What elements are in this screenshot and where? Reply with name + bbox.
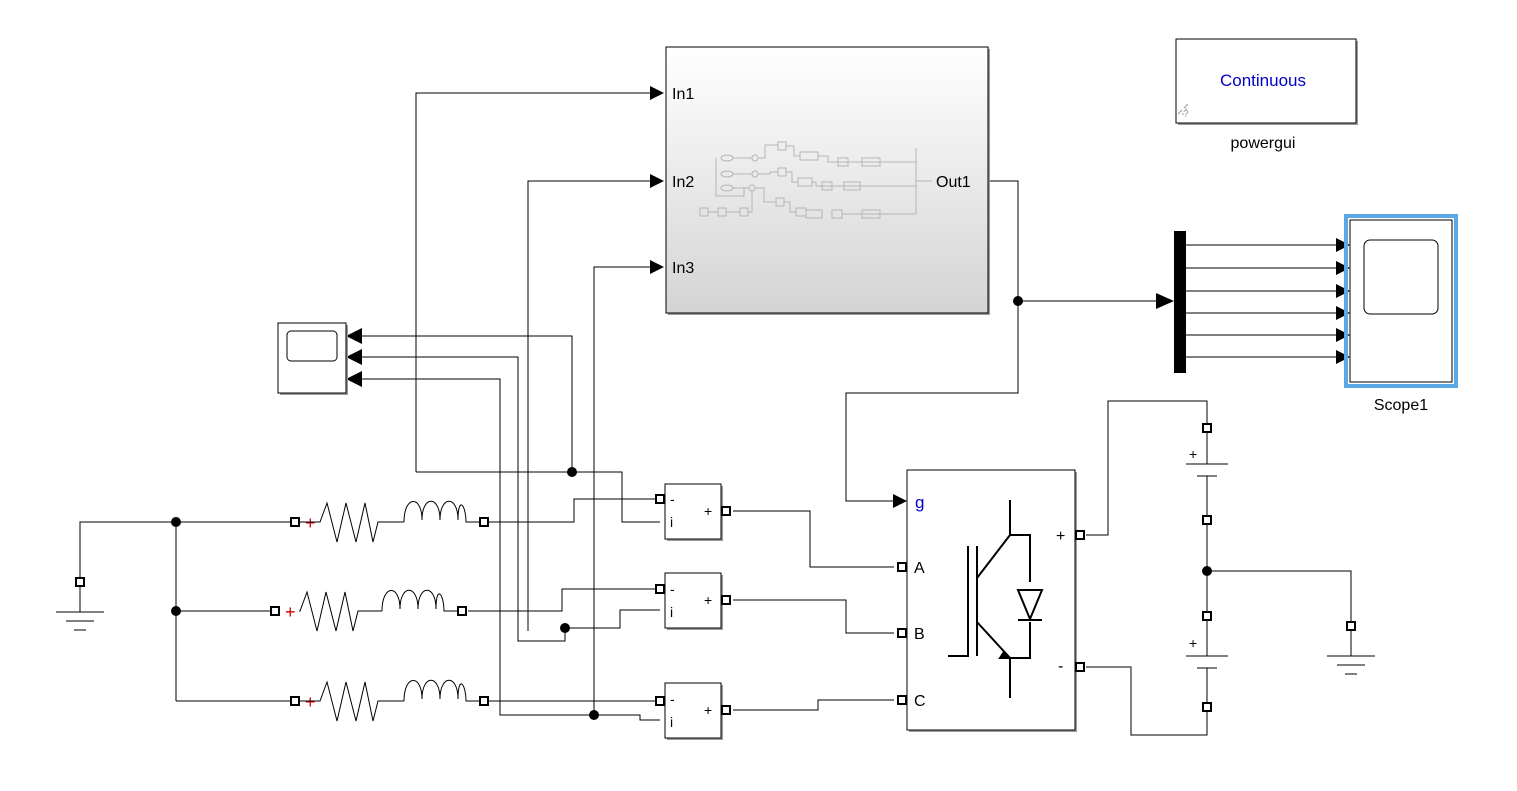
meas-i-label: i bbox=[670, 514, 673, 530]
meas-minus-label: - bbox=[670, 691, 675, 707]
rl-load-phase-b[interactable]: + bbox=[270, 589, 467, 632]
gate-label: g bbox=[915, 493, 924, 512]
subsystem-out1-label: Out1 bbox=[936, 174, 971, 191]
svg-text:?: ? bbox=[1183, 109, 1189, 120]
scope-block[interactable] bbox=[277, 322, 348, 395]
igbt-diode-icon bbox=[948, 500, 1044, 698]
phase-a-label: A bbox=[914, 560, 925, 577]
rl-load-phase-a[interactable]: + bbox=[290, 500, 489, 543]
meas-i-label: i bbox=[670, 604, 673, 620]
rl-load-phase-c[interactable]: + bbox=[290, 679, 489, 722]
powergui-mode: Continuous bbox=[1220, 71, 1306, 90]
branch-points bbox=[171, 296, 1212, 720]
subsystem-in2-label: In2 bbox=[672, 174, 694, 191]
polarity-plus: + bbox=[305, 513, 316, 533]
subsystem-in3-label: In3 bbox=[672, 260, 694, 277]
meas-minus-label: - bbox=[670, 491, 675, 507]
meas-plus-label: + bbox=[704, 702, 712, 718]
subsystem-preview-icon bbox=[699, 141, 932, 219]
polarity-plus: + bbox=[305, 692, 316, 712]
ground-left[interactable] bbox=[56, 577, 104, 631]
phase-c-label: C bbox=[914, 693, 926, 710]
dc-source-top[interactable]: + bbox=[1186, 423, 1228, 525]
polarity-plus: + bbox=[285, 602, 296, 622]
scope1-block[interactable]: Scope1 bbox=[1344, 214, 1458, 414]
demux-block[interactable] bbox=[1174, 231, 1186, 373]
meas-minus-label: - bbox=[670, 581, 675, 597]
scope1-name: Scope1 bbox=[1374, 397, 1428, 414]
powergui-block[interactable]: Continuous ? powergui bbox=[1175, 38, 1358, 152]
meas-i-label: i bbox=[670, 714, 673, 730]
universal-bridge-block[interactable]: g A B C + - bbox=[897, 469, 1085, 732]
phase-b-label: B bbox=[914, 626, 925, 643]
meas-plus-label: + bbox=[704, 503, 712, 519]
powergui-name: powergui bbox=[1231, 135, 1296, 152]
scope1-screen-icon bbox=[1363, 239, 1439, 315]
meas-plus-label: + bbox=[704, 592, 712, 608]
controller-subsystem[interactable]: In1 In2 In3 Out1 bbox=[665, 46, 990, 315]
current-measurement-c[interactable]: - + i bbox=[655, 682, 731, 740]
current-measurement-b[interactable]: - + i bbox=[655, 572, 731, 630]
subsystem-in1-label: In1 bbox=[672, 86, 694, 103]
library-link-icon: ? bbox=[1177, 103, 1189, 120]
dc-plus-label: + bbox=[1056, 528, 1065, 545]
signal-arrowheads bbox=[346, 86, 1350, 508]
dc-minus-label: - bbox=[1058, 658, 1063, 675]
ground-right[interactable] bbox=[1327, 621, 1375, 675]
scope-screen-icon bbox=[286, 330, 338, 362]
current-measurement-a[interactable]: - + i bbox=[655, 483, 731, 541]
battery-plus-label: + bbox=[1189, 635, 1197, 651]
dc-source-bottom[interactable]: + bbox=[1186, 611, 1228, 712]
battery-plus-label: + bbox=[1189, 446, 1197, 462]
